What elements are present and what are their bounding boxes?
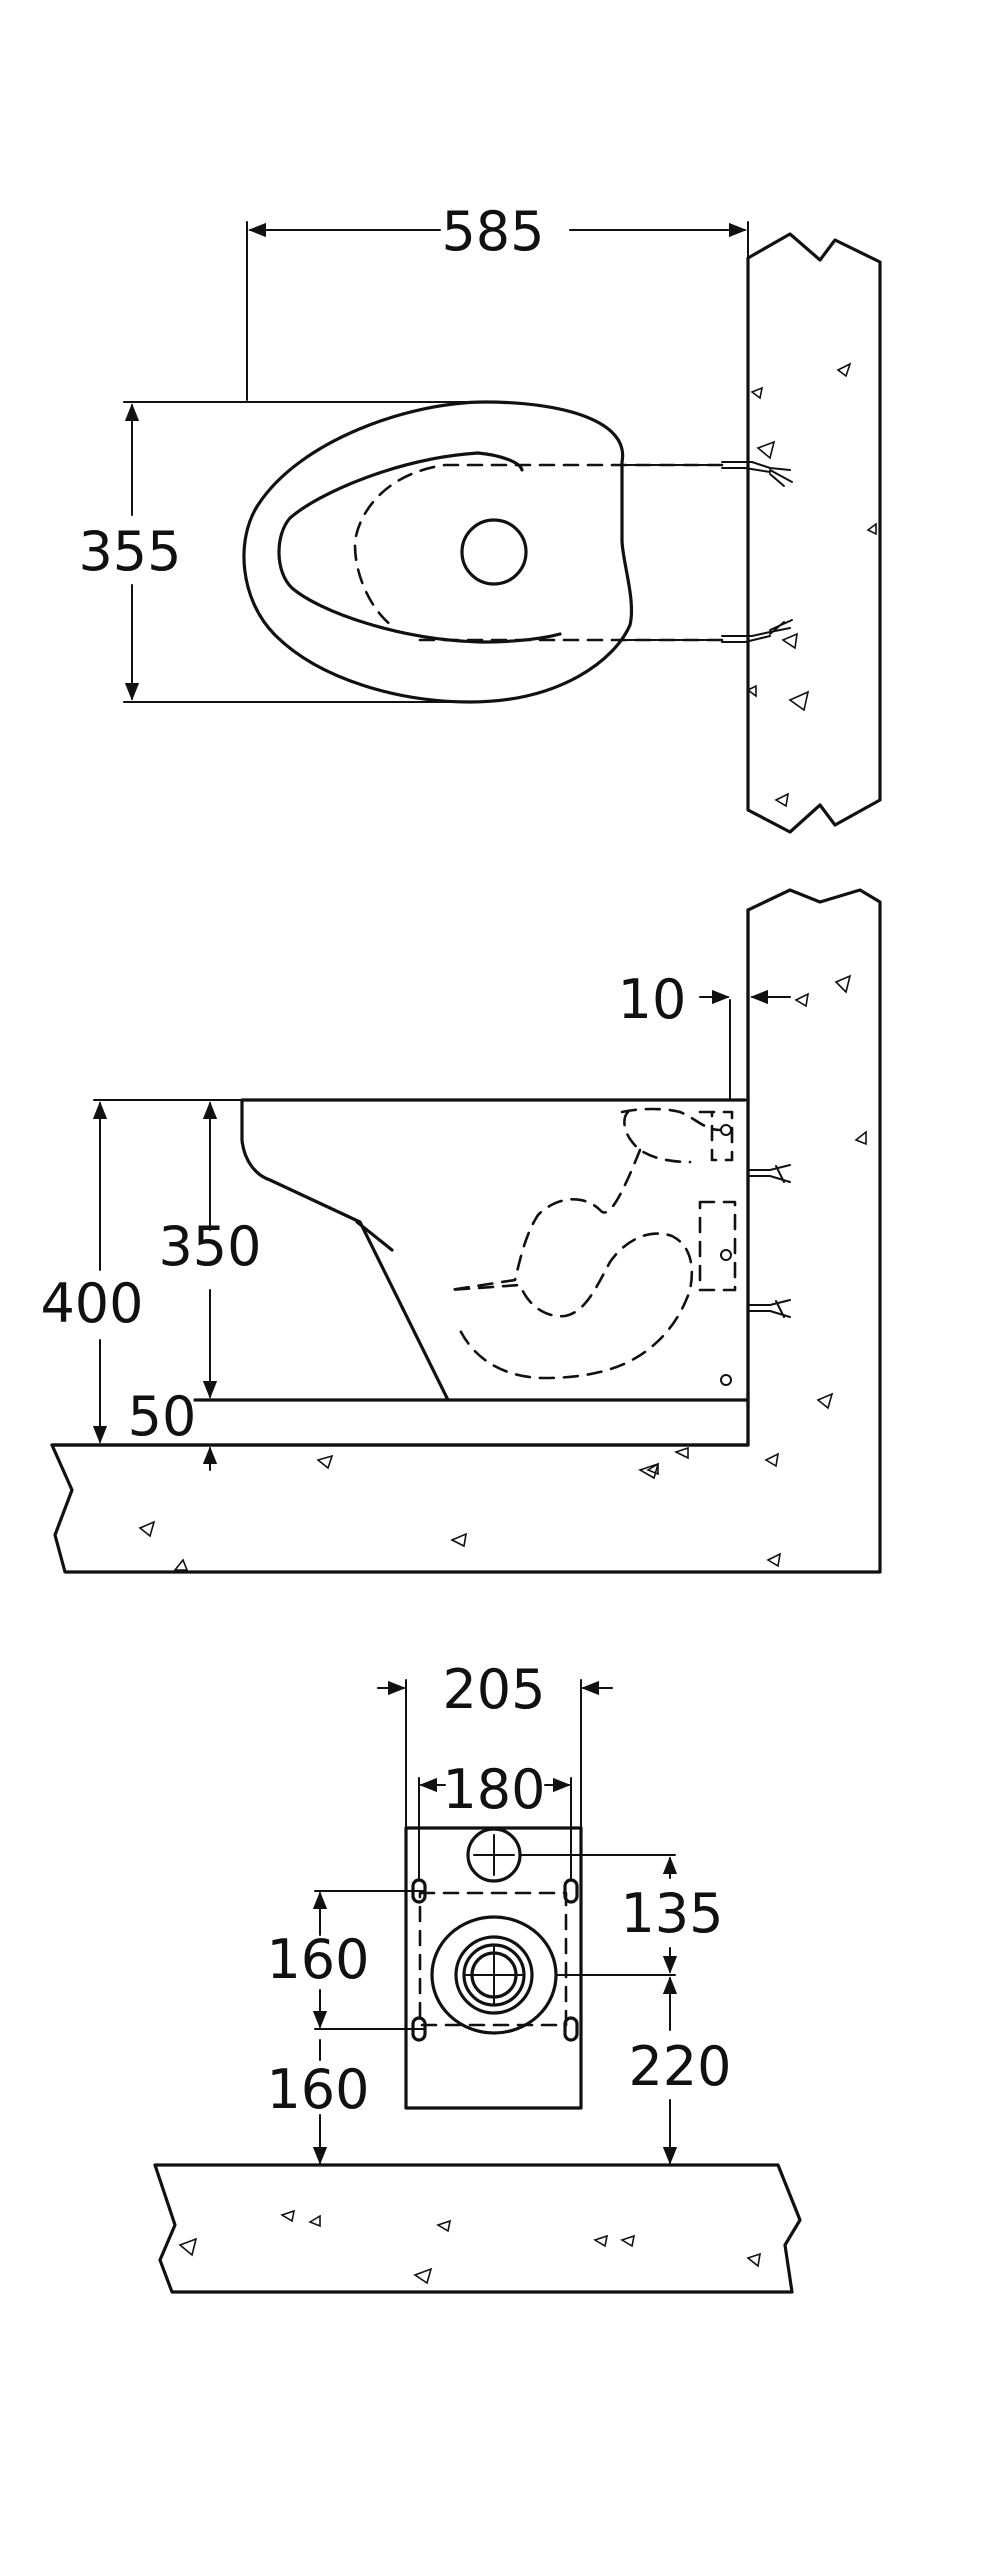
rear-floor-section: [153, 2163, 802, 2294]
top-hidden-footprint: [353, 463, 724, 642]
side-pan-body: [240, 1098, 747, 1402]
rear-bottom-bolt-height-dimension: 160: [266, 2058, 369, 2121]
side-view: 10 400 350 50: [40, 888, 882, 1574]
rear-hidden-frame: [418, 1891, 568, 2027]
top-bowl-outer: [242, 400, 634, 704]
side-hidden-trap: [448, 1107, 722, 1380]
side-bowl-height-dimension: 350: [158, 1215, 261, 1278]
rear-inlet-offset-dimension: 135: [620, 1882, 723, 1945]
top-width-dimension: 585: [441, 200, 544, 263]
top-wall-section: [746, 232, 882, 834]
side-wall-gap-dimension: 10: [618, 968, 687, 1031]
rear-outer-width-dimension: 205: [442, 1658, 545, 1721]
top-bowl-inner: [277, 451, 562, 644]
rear-view: 205 180 160 160 135 220: [153, 1658, 802, 2294]
rear-bolt-spacing-vertical-dimension: 160: [266, 1928, 369, 1991]
rear-outlet: [430, 1915, 558, 2035]
rear-floor-aggregate: [178, 2209, 762, 2285]
top-view: 585 355: [78, 200, 882, 834]
side-base-dimension: 50: [128, 1385, 197, 1448]
rear-inlet: [466, 1827, 522, 1883]
top-outlet-circle: [460, 518, 528, 586]
top-wall-aggregate: [746, 362, 877, 808]
side-rim-height-dimension: 400: [40, 1272, 143, 1335]
top-depth-dimension: 355: [78, 520, 181, 583]
side-aggregate: [138, 974, 867, 1571]
rear-outlet-height-dimension: 220: [628, 2035, 731, 2098]
rear-bolt-spacing-horizontal-dimension: 180: [442, 1758, 545, 1821]
